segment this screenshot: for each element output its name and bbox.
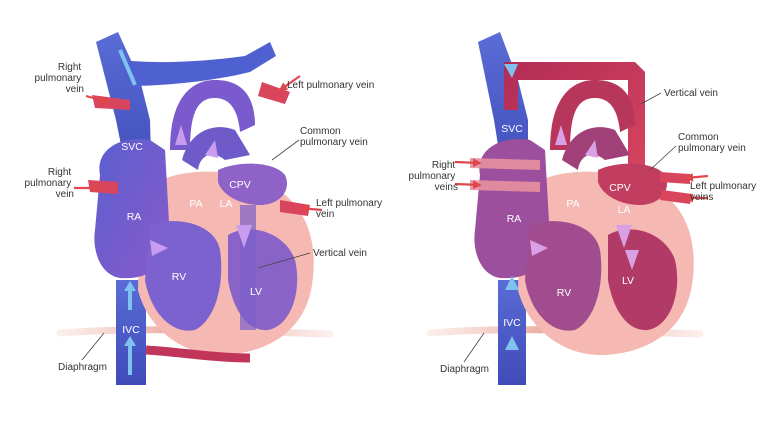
purple-flow-arrow-icon	[530, 125, 639, 270]
blue-flow-arrow-icon	[504, 64, 519, 350]
label-la: LA	[220, 198, 233, 210]
common-pulmonary-vein-right	[598, 163, 668, 205]
label-vertical-vein-left: Vertical vein	[313, 248, 367, 259]
label-diaphragm-right: Diaphragm	[440, 364, 489, 375]
leader-common-pv-left	[271, 139, 300, 161]
ivc-vessel-left	[116, 280, 146, 385]
leader-common-pv-right	[649, 145, 677, 171]
pulmonary-vein-stub	[660, 190, 692, 204]
pulmonary-vein-stub	[470, 180, 540, 192]
label-ivc-right: IVC	[503, 317, 521, 329]
label-left-pulmonary-veins: Left pulmonary veins	[690, 181, 759, 203]
ivc-connection-left	[145, 345, 251, 363]
common-pulmonary-vein-left	[218, 163, 288, 205]
label-diaphragm-left: Diaphragm	[58, 362, 107, 373]
label-lv: LV	[250, 286, 262, 298]
label-lv-right: LV	[622, 275, 634, 287]
label-pa-right: PA	[566, 198, 579, 210]
red-inflow-arrow-icon	[74, 75, 323, 214]
label-left-pulmonary-vein-top: Left pulmonary vein	[287, 80, 374, 91]
red-inflow-arrow-icon	[454, 158, 709, 203]
label-left-pulmonary-vein-mid: Left pulmonary vein	[316, 198, 385, 220]
innominate-vein-left	[120, 42, 276, 86]
label-common-pulmonary-vein: Common pulmonary vein	[300, 126, 368, 148]
label-right-pulmonary-vein-top: Right pulmonary vein	[35, 62, 84, 95]
label-svc: SVC	[121, 141, 143, 153]
label-pa: PA	[189, 198, 202, 210]
label-ra-right: RA	[507, 213, 522, 225]
aorta-right	[550, 80, 635, 150]
label-common-pulmonary-vein-right: Common pulmonary vein	[678, 132, 746, 154]
label-rv-right: RV	[557, 287, 571, 299]
label-cpv-right: CPV	[609, 182, 631, 194]
label-ra: RA	[127, 211, 142, 223]
label-ivc: IVC	[122, 324, 140, 336]
label-cpv: CPV	[229, 179, 251, 191]
purple-flow-arrow-icon	[150, 125, 252, 256]
left-ventricle-right	[608, 229, 678, 331]
blue-flow-arrow-icon	[118, 49, 137, 375]
label-ao: AO	[202, 105, 217, 117]
pulmonary-vein-stub	[258, 82, 290, 104]
right-heart-diagram: AO SVC RA PA LA CPV RV LV IVC Vertical v…	[409, 32, 759, 385]
label-svc-right: SVC	[501, 123, 523, 135]
label-rv: RV	[172, 271, 186, 283]
ivc-vessel-right	[498, 280, 526, 385]
leader-vertical-vein-right	[640, 92, 662, 105]
label-la-right: LA	[618, 204, 631, 216]
aorta-left	[170, 80, 255, 150]
pulmonary-vein-stub	[660, 172, 690, 184]
pulmonary-vein-stub	[470, 158, 540, 170]
label-ao-right: AO	[582, 105, 597, 117]
leader-vertical-vein-left	[257, 252, 311, 269]
leader-diaphragm-left	[81, 332, 105, 361]
vertical-vein-left	[240, 205, 256, 330]
left-heart-diagram: AO SVC RA PA LA CPV RV LV IVC Right pulm…	[25, 32, 385, 385]
leader-diaphragm-right	[463, 332, 485, 363]
label-right-pulmonary-vein-mid: Right pulmonary vein	[25, 167, 74, 200]
label-right-pulmonary-veins: Right pulmonary veins	[409, 160, 458, 193]
label-vertical-vein-right: Vertical vein	[664, 88, 718, 99]
